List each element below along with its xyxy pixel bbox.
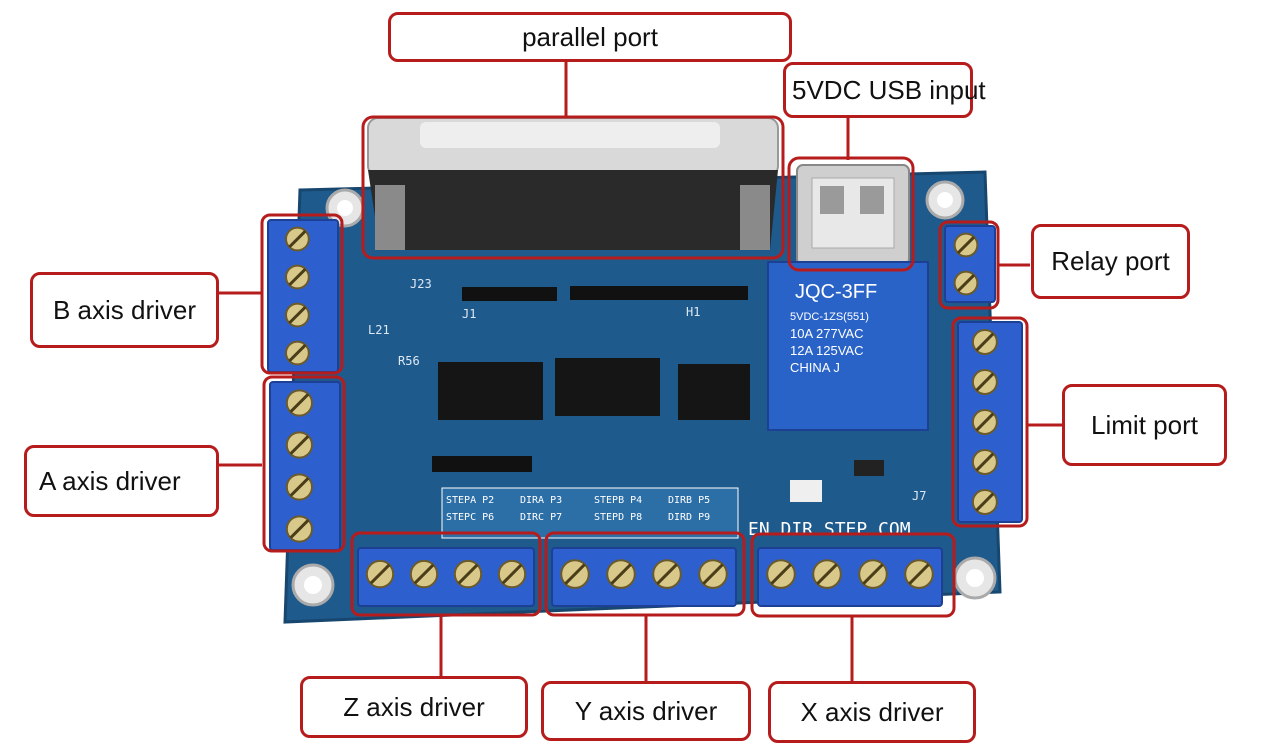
a-axis-driver-label: A axis driver — [24, 445, 219, 517]
y-axis-driver-label: Y axis driver — [541, 681, 751, 741]
z-axis-terminal — [357, 547, 535, 607]
svg-text:DIRA P3: DIRA P3 — [520, 495, 562, 506]
limit-port-label: Limit port — [1062, 384, 1227, 466]
svg-text:10A 277VAC: 10A 277VAC — [790, 326, 863, 341]
mounting-holes — [291, 180, 997, 607]
svg-text:CHINA J: CHINA J — [790, 360, 840, 375]
svg-text:STEPC P6: STEPC P6 — [446, 512, 494, 523]
svg-text:J7: J7 — [912, 489, 926, 503]
svg-text:H1: H1 — [686, 305, 700, 319]
svg-text:DIRC P7: DIRC P7 — [520, 512, 562, 523]
z-axis-driver-label: Z axis driver — [300, 676, 528, 738]
usb-connector — [796, 164, 910, 266]
y-axis-terminal — [551, 547, 737, 607]
led — [790, 480, 822, 502]
pin-headers — [432, 286, 748, 472]
svg-text:J1: J1 — [462, 307, 476, 321]
pin-table: STEPA P2 DIRA P3 STEPB P4 DIRB P5 STEPC … — [441, 487, 739, 539]
relay-model: JQC-3FF — [795, 281, 877, 303]
x-axis-terminal — [757, 547, 943, 607]
x-axis-pin-labels: EN DIR STEP COM — [748, 519, 911, 540]
svg-text:L21: L21 — [368, 323, 390, 337]
relay-port-label: Relay port — [1031, 224, 1190, 299]
x-axis-driver-label: X axis driver — [768, 681, 976, 743]
parallel-port-connector — [367, 117, 779, 250]
usb-input-label: 5VDC USB input — [783, 62, 986, 118]
svg-text:5VDC-1ZS(551): 5VDC-1ZS(551) — [790, 311, 869, 323]
svg-text:DIRB P5: DIRB P5 — [668, 495, 710, 506]
svg-text:STEPD P8: STEPD P8 — [594, 512, 642, 523]
highlight-boxes — [260, 115, 1029, 618]
svg-text:12A 125VAC: 12A 125VAC — [790, 343, 863, 358]
ic-chips — [438, 358, 750, 420]
resistor — [854, 460, 884, 476]
svg-text:R56: R56 — [398, 354, 420, 368]
screw-terminals — [267, 219, 1023, 607]
svg-text:STEPB P4: STEPB P4 — [594, 495, 642, 506]
svg-text:J23: J23 — [410, 277, 432, 291]
leader-lines — [218, 60, 1062, 682]
relay: JQC-3FF 5VDC-1ZS(551) 10A 277VAC 12A 125… — [767, 261, 929, 431]
b-axis-driver-label: B axis driver — [30, 272, 219, 348]
svg-text:STEPA P2: STEPA P2 — [446, 495, 494, 506]
parallel-port-label: parallel port — [388, 12, 792, 62]
svg-text:DIRD P9: DIRD P9 — [668, 512, 710, 523]
